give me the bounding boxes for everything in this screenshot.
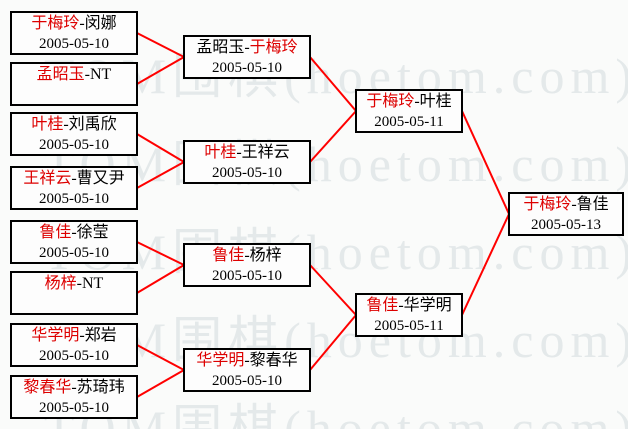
match-box-round1-4: 王祥云-曹又尹 2005-05-10: [10, 166, 138, 210]
match-box-round1-6: 杨梓-NT: [10, 271, 138, 315]
match-date: 2005-05-10: [212, 165, 282, 181]
match-players: 黎春华-苏琦玮: [12, 378, 136, 398]
match-players: 华学明-郑岩: [12, 326, 136, 346]
player-name: 叶桂: [419, 93, 452, 110]
match-date: 2005-05-10: [39, 245, 109, 261]
match-box-round1-8: 黎春华-苏琦玮 2005-05-10: [10, 375, 138, 419]
match-box-semifinal-2: 鲁佳-华学明 2005-05-11: [355, 293, 463, 337]
player-name: 华学明: [403, 297, 452, 314]
player-name: 闵娜: [84, 15, 117, 32]
player-name: 鲁佳: [212, 247, 245, 264]
match-players: 鲁佳-华学明: [357, 296, 461, 316]
player-name: 于梅玲: [249, 39, 298, 56]
match-date: 2005-05-10: [39, 191, 109, 207]
player-name: 杨梓: [249, 247, 282, 264]
player-name: 王祥云: [241, 144, 290, 161]
player-name: 刘禹欣: [68, 116, 117, 133]
player-name: 黎春华: [249, 352, 298, 369]
player-separator: -: [398, 297, 404, 314]
player-name: 孟昭玉: [36, 66, 85, 83]
player-name: 徐莹: [76, 224, 109, 241]
player-separator: -: [244, 352, 250, 369]
player-separator: -: [71, 170, 77, 187]
match-date: 2005-05-11: [374, 114, 444, 130]
player-name: 鲁佳: [366, 297, 399, 314]
player-name: 黎春华: [23, 379, 72, 396]
match-box-final: 于梅玲-鲁佳 2005-05-13: [508, 192, 624, 236]
match-players: 于梅玲-鲁佳: [510, 195, 622, 215]
player-name: 王祥云: [23, 170, 72, 187]
match-box-round1-1: 于梅玲-闵娜 2005-05-10: [10, 11, 138, 55]
match-date: 2005-05-11: [374, 318, 444, 334]
match-date: 2005-05-10: [39, 137, 109, 153]
player-separator: -: [244, 39, 250, 56]
match-players: 孟昭玉-NT: [12, 65, 136, 85]
match-players: 王祥云-曹又尹: [12, 169, 136, 189]
player-name: 孟昭玉: [196, 39, 245, 56]
player-separator: -: [79, 15, 85, 32]
match-players: 杨梓-NT: [12, 274, 136, 294]
player-separator: -: [71, 224, 77, 241]
player-name: 华学明: [31, 327, 80, 344]
match-box-round1-2: 孟昭玉-NT: [10, 62, 138, 106]
player-name: 于梅玲: [366, 93, 415, 110]
player-separator: -: [414, 93, 420, 110]
match-players: 于梅玲-闵娜: [12, 14, 136, 34]
player-name: 于梅玲: [523, 196, 572, 213]
match-box-round1-7: 华学明-郑岩 2005-05-10: [10, 323, 138, 367]
match-date: 2005-05-13: [531, 217, 601, 233]
match-box-semifinal-1: 于梅玲-叶桂 2005-05-11: [355, 89, 463, 133]
match-players: 叶桂-刘禹欣: [12, 115, 136, 135]
match-players: 孟昭玉-于梅玲: [185, 38, 309, 58]
match-players: 华学明-黎春华: [185, 351, 309, 371]
match-box-round2-3: 鲁佳-杨梓 2005-05-10: [183, 243, 311, 287]
match-players: 鲁佳-徐莹: [12, 223, 136, 243]
player-separator: -: [71, 379, 77, 396]
player-name: 杨梓: [44, 275, 77, 292]
player-separator: -: [63, 116, 69, 133]
player-name: 鲁佳: [39, 224, 72, 241]
match-date: 2005-05-10: [212, 60, 282, 76]
match-box-round2-2: 叶桂-王祥云 2005-05-10: [183, 140, 311, 184]
match-box-round2-1: 孟昭玉-于梅玲 2005-05-10: [183, 35, 311, 79]
player-separator: -: [76, 275, 82, 292]
player-separator: -: [236, 144, 242, 161]
player-name: 郑岩: [84, 327, 117, 344]
match-box-round1-5: 鲁佳-徐莹 2005-05-10: [10, 220, 138, 264]
player-separator: -: [79, 327, 85, 344]
match-players: 于梅玲-叶桂: [357, 92, 461, 112]
match-players: 鲁佳-杨梓: [185, 246, 309, 266]
player-name: 叶桂: [31, 116, 64, 133]
player-name: 苏琦玮: [76, 379, 125, 396]
match-date: 2005-05-10: [39, 36, 109, 52]
player-name: 曹又尹: [76, 170, 125, 187]
match-date: 2005-05-10: [212, 268, 282, 284]
player-separator: -: [571, 196, 577, 213]
match-date: 2005-05-10: [212, 373, 282, 389]
match-box-round1-3: 叶桂-刘禹欣 2005-05-10: [10, 112, 138, 156]
player-separator: -: [244, 247, 250, 264]
match-box-round2-4: 华学明-黎春华 2005-05-10: [183, 348, 311, 392]
match-date: 2005-05-10: [39, 348, 109, 364]
player-name: 叶桂: [204, 144, 237, 161]
player-name: 于梅玲: [31, 15, 80, 32]
match-players: 叶桂-王祥云: [185, 143, 309, 163]
player-name: 华学明: [196, 352, 245, 369]
player-name: NT: [82, 275, 104, 292]
player-name: NT: [90, 66, 112, 83]
match-date: 2005-05-10: [39, 400, 109, 416]
player-separator: -: [84, 66, 90, 83]
player-name: 鲁佳: [576, 196, 609, 213]
